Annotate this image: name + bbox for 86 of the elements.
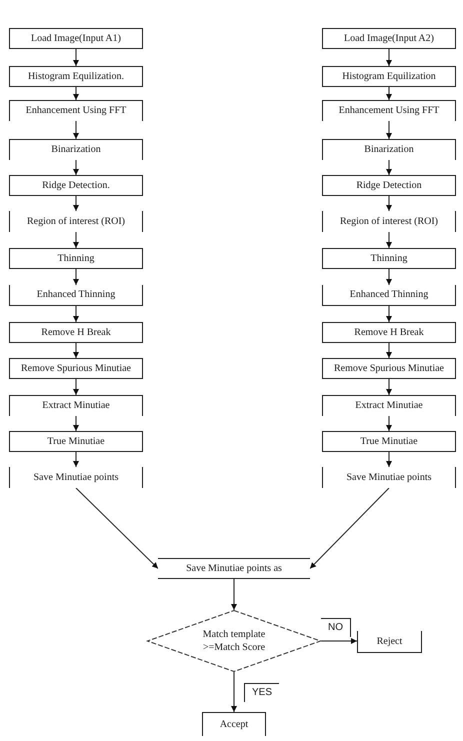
process-box xyxy=(322,175,456,196)
arrow xyxy=(73,416,79,432)
arrow xyxy=(73,120,79,140)
arrow xyxy=(386,48,392,66)
arrow xyxy=(73,342,79,358)
process-box xyxy=(357,631,422,653)
process-label: Region of interest (ROI) xyxy=(340,216,438,228)
arrow xyxy=(76,488,158,569)
process-box xyxy=(9,285,143,306)
arrow xyxy=(73,86,79,100)
arrow xyxy=(73,452,79,468)
process-label: Ridge Detection xyxy=(356,180,422,192)
process-box xyxy=(9,395,143,416)
arrow xyxy=(310,488,390,569)
process-box xyxy=(9,175,143,196)
arrow xyxy=(73,160,79,176)
arrow xyxy=(386,452,392,468)
process-box xyxy=(9,431,143,452)
process-box xyxy=(322,431,456,452)
process-box xyxy=(322,358,456,379)
process-label: Save Minutiae points xyxy=(34,472,118,484)
process-label: Enhanced Thinning xyxy=(350,289,428,301)
process-label: Binarization xyxy=(364,144,414,156)
arrow xyxy=(386,378,392,396)
arrow xyxy=(386,416,392,432)
arrow xyxy=(73,268,79,286)
decision-label: Match template >=Match Score xyxy=(202,628,266,654)
decision-diamond xyxy=(147,610,321,672)
edge-label: NO xyxy=(321,618,351,637)
process-label: Reject xyxy=(376,636,402,648)
process-label: Accept xyxy=(220,718,248,730)
process-label: Remove H Break xyxy=(354,326,424,338)
process-label: Enhancement Using FFT xyxy=(338,105,440,117)
process-box xyxy=(322,395,456,416)
process-label: True Minutiae xyxy=(360,436,418,448)
arrow xyxy=(73,48,79,66)
process-label: Extract Minutiae xyxy=(42,400,110,412)
arrow xyxy=(386,306,392,322)
process-label: Binarization xyxy=(51,144,101,156)
process-label: Thinning xyxy=(370,252,408,264)
process-label: Save Minutiae points as xyxy=(186,562,282,574)
arrow xyxy=(386,342,392,358)
process-box xyxy=(322,248,456,269)
arrow xyxy=(231,578,237,610)
process-label: True Minutiae xyxy=(47,436,105,448)
process-label: Load Image(Input A1) xyxy=(31,32,121,44)
process-label: Remove H Break xyxy=(41,326,111,338)
process-box xyxy=(322,28,456,49)
process-label: Enhanced Thinning xyxy=(36,289,116,301)
edge-label: YES xyxy=(244,683,280,702)
arrow xyxy=(73,232,79,248)
process-box xyxy=(322,100,456,121)
process-label: Thinning xyxy=(58,252,94,264)
arrow xyxy=(386,120,392,140)
process-box xyxy=(9,358,143,379)
process-box xyxy=(9,100,143,121)
process-label: Ridge Detection. xyxy=(42,180,110,192)
process-box xyxy=(9,248,143,269)
arrow xyxy=(386,196,392,212)
arrow xyxy=(386,86,392,100)
process-box xyxy=(322,66,456,87)
arrow xyxy=(386,160,392,176)
process-label: Save Minutiae points xyxy=(346,472,432,484)
process-box xyxy=(202,712,266,736)
arrow xyxy=(386,232,392,248)
arrow xyxy=(73,378,79,396)
process-box xyxy=(9,28,143,49)
process-label: Remove Spurious Minutiae xyxy=(334,362,444,374)
process-label: Region of interest (ROI) xyxy=(26,216,126,228)
process-box xyxy=(322,285,456,306)
process-label: Remove Spurious Minutiae xyxy=(21,362,131,374)
process-box xyxy=(9,139,143,160)
process-label: Histogram Equilization xyxy=(342,70,436,82)
process-label: Enhancement Using FFT xyxy=(26,105,126,117)
arrow xyxy=(320,638,358,644)
process-label: Histogram Equilization. xyxy=(28,70,124,82)
process-label: Load Image(Input A2) xyxy=(344,32,434,44)
arrow xyxy=(386,268,392,286)
arrow xyxy=(73,196,79,212)
arrow xyxy=(73,306,79,322)
process-box xyxy=(322,139,456,160)
process-box xyxy=(9,322,143,343)
process-box xyxy=(322,322,456,343)
arrow xyxy=(231,672,237,712)
process-box xyxy=(9,66,143,87)
process-label: Extract Minutiae xyxy=(355,400,423,412)
